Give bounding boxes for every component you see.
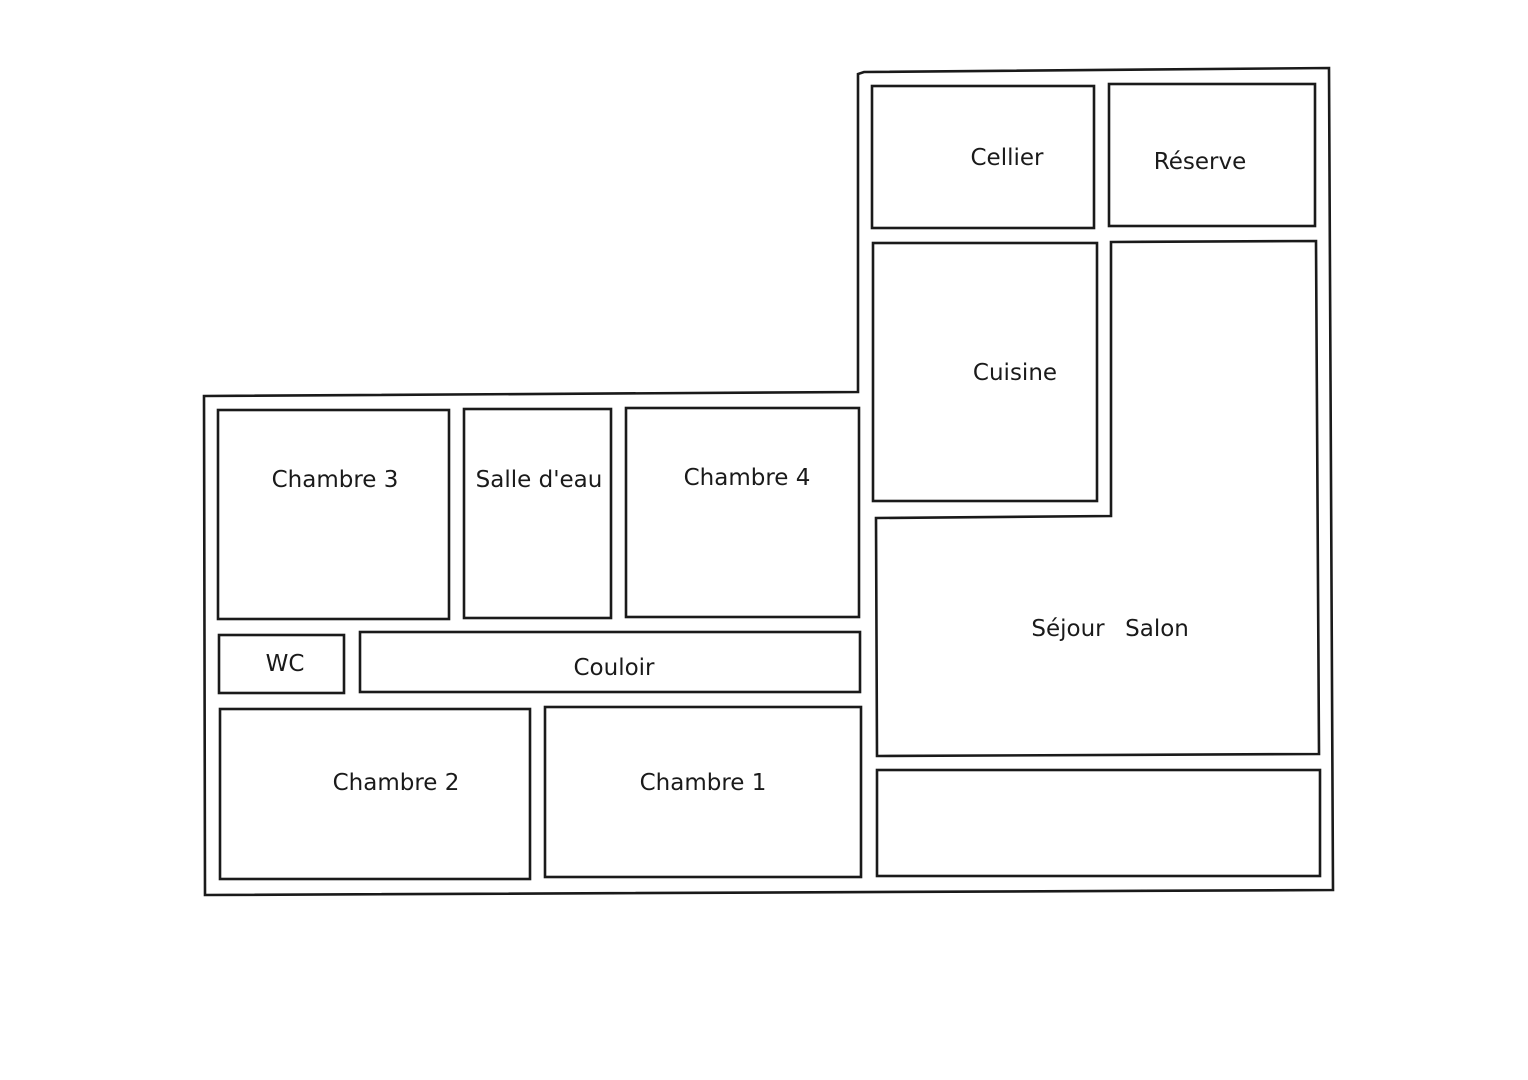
label-sejour: Séjour [1031, 616, 1105, 642]
label-salon: Salon [1125, 616, 1189, 642]
label-chambre-1: Chambre 1 [640, 770, 767, 796]
room-salle-eau [462, 407, 613, 620]
label-salle-eau: Salle d'eau [476, 467, 603, 493]
label-couloir: Couloir [573, 655, 655, 681]
room-chambre-2 [218, 707, 532, 881]
room-chambre-4 [624, 406, 861, 619]
label-chambre-3: Chambre 3 [272, 467, 399, 493]
label-wc: WC [266, 651, 305, 677]
room-chambre-1 [543, 705, 863, 879]
label-chambre-2: Chambre 2 [333, 770, 460, 796]
room-couloir [358, 630, 862, 694]
room-chambre-3 [216, 408, 451, 621]
room-cuisine [871, 241, 1099, 503]
label-chambre-4: Chambre 4 [684, 465, 811, 491]
room-wc [217, 633, 346, 695]
label-cuisine: Cuisine [973, 360, 1057, 386]
room-cellier [870, 84, 1096, 230]
room-sejour-salon [874, 239, 1321, 758]
label-cellier: Cellier [971, 145, 1045, 171]
room-reserve [1107, 82, 1317, 228]
label-reserve: Réserve [1154, 149, 1246, 175]
room-unlabeled [875, 768, 1322, 878]
